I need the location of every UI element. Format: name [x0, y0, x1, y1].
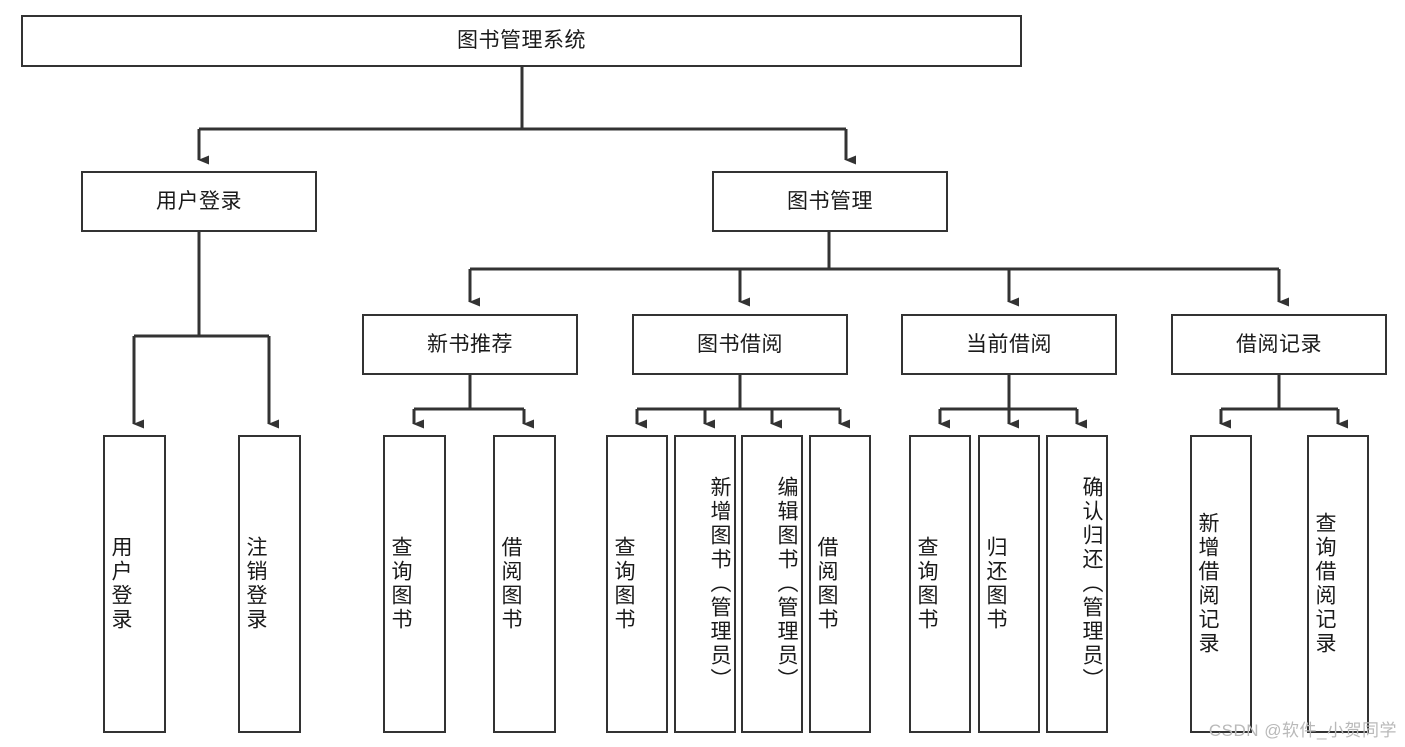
node-new-book-rec[interactable]: 新书推荐: [362, 314, 578, 375]
node-leaf-return-book-label: 归还图书: [984, 536, 1007, 632]
node-leaf-query-book-1[interactable]: 查询图书: [383, 435, 446, 733]
node-leaf-query-book-2-label: 查询图书: [612, 536, 635, 632]
node-leaf-query-record-label: 查询借阅记录: [1313, 512, 1336, 656]
node-leaf-return-book[interactable]: 归还图书: [978, 435, 1040, 733]
node-current-borrow-label: 当前借阅: [966, 332, 1052, 356]
node-book-borrow-label: 图书借阅: [697, 332, 783, 356]
node-leaf-edit-book-label: 编辑图书（管理员）: [775, 476, 798, 692]
node-leaf-add-book[interactable]: 新增图书（管理员）: [674, 435, 736, 733]
node-leaf-borrow-book-2[interactable]: 借阅图书: [809, 435, 871, 733]
node-root[interactable]: 图书管理系统: [21, 15, 1022, 67]
node-current-borrow[interactable]: 当前借阅: [901, 314, 1117, 375]
node-user-login-label: 用户登录: [156, 189, 242, 213]
node-book-borrow[interactable]: 图书借阅: [632, 314, 848, 375]
node-leaf-user-login-label: 用户登录: [109, 536, 132, 632]
node-new-book-rec-label: 新书推荐: [427, 332, 513, 356]
node-root-label: 图书管理系统: [457, 29, 586, 53]
node-leaf-query-record[interactable]: 查询借阅记录: [1307, 435, 1369, 733]
node-leaf-edit-book[interactable]: 编辑图书（管理员）: [741, 435, 803, 733]
node-borrow-record-label: 借阅记录: [1236, 332, 1322, 356]
node-leaf-borrow-book-1[interactable]: 借阅图书: [493, 435, 556, 733]
node-leaf-confirm-return-label: 确认归还（管理员）: [1080, 476, 1103, 692]
node-borrow-record[interactable]: 借阅记录: [1171, 314, 1387, 375]
node-leaf-query-book-2[interactable]: 查询图书: [606, 435, 668, 733]
node-leaf-borrow-book-1-label: 借阅图书: [499, 536, 522, 632]
node-leaf-borrow-book-2-label: 借阅图书: [815, 536, 838, 632]
node-leaf-user-login[interactable]: 用户登录: [103, 435, 166, 733]
node-leaf-query-book-1-label: 查询图书: [389, 536, 412, 632]
node-leaf-add-record-label: 新增借阅记录: [1196, 512, 1219, 656]
node-leaf-logout-label: 注销登录: [244, 536, 267, 632]
node-user-login[interactable]: 用户登录: [81, 171, 317, 232]
node-leaf-query-book-3-label: 查询图书: [915, 536, 938, 632]
node-leaf-logout[interactable]: 注销登录: [238, 435, 301, 733]
node-leaf-add-book-label: 新增图书（管理员）: [708, 476, 731, 692]
node-leaf-confirm-return[interactable]: 确认归还（管理员）: [1046, 435, 1108, 733]
node-book-manage-label: 图书管理: [787, 189, 873, 213]
node-leaf-add-record[interactable]: 新增借阅记录: [1190, 435, 1252, 733]
node-leaf-query-book-3[interactable]: 查询图书: [909, 435, 971, 733]
node-book-manage[interactable]: 图书管理: [712, 171, 948, 232]
